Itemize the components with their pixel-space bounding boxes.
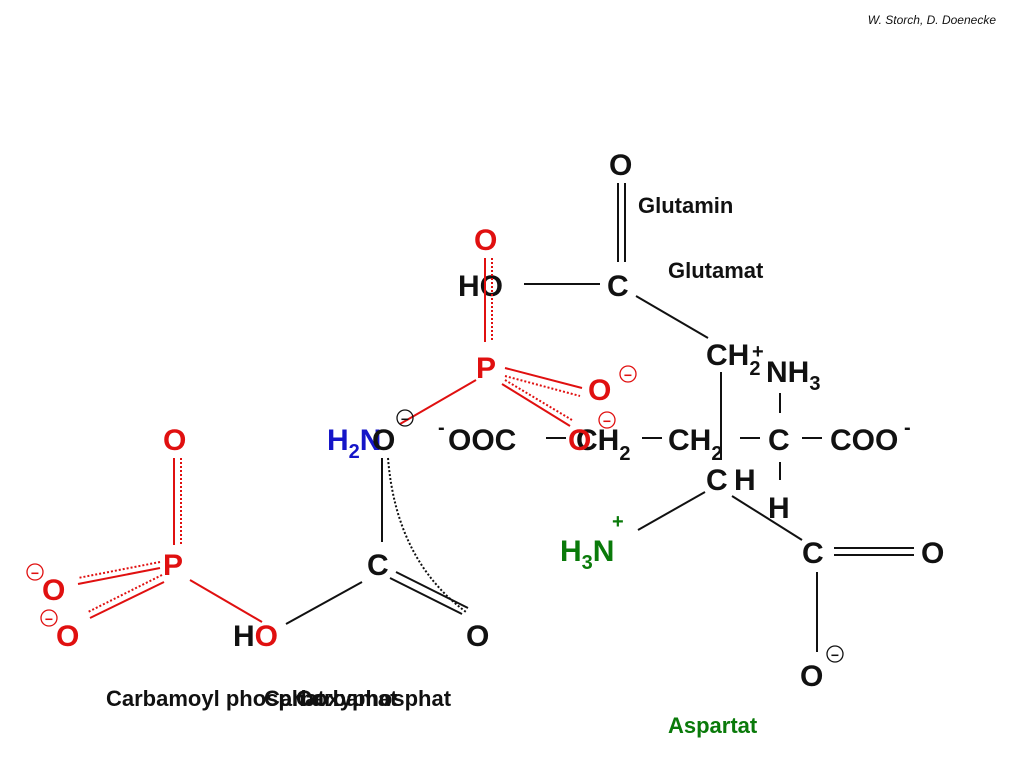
carbamat-label: Carbamat <box>296 686 398 711</box>
carbamate-nh2: H2N <box>327 424 381 463</box>
carbamate-o-minus: O <box>372 424 395 457</box>
bond-p-o-lower <box>501 383 571 427</box>
charge-circle-carbamate <box>396 409 414 427</box>
bond-p2-o2-dotted <box>87 574 163 613</box>
ch2-middle-2: CH2 <box>668 424 722 465</box>
charge-circle-cp1 <box>26 563 44 581</box>
charge-minus-p1: − <box>624 367 632 383</box>
bond-c-cooh <box>731 495 803 541</box>
bond-c-ch2 <box>635 295 709 339</box>
carbamate-c: C <box>367 549 389 582</box>
aspartate-c: C <box>706 464 728 497</box>
carbamoyl-p-o-left1: O <box>42 574 65 607</box>
credit-text: W. Storch, D. Doenecke <box>868 13 997 27</box>
glutamate-c1: C <box>607 270 629 303</box>
nh3-group: NH3 <box>766 356 820 395</box>
charge-circle-cp2 <box>40 609 58 627</box>
charge-minus-asp: − <box>831 647 839 663</box>
coo-group: COO <box>830 424 898 457</box>
aspartat-label: Aspartat <box>668 713 758 738</box>
glutamat-label: Glutamat <box>668 258 764 283</box>
ooc-group: OOC <box>448 424 516 457</box>
carbamoyl-p-o-left2: O <box>56 620 79 653</box>
aspartate-o-minus: O <box>800 660 823 693</box>
bond-p2-o-bridge <box>189 579 263 623</box>
bond-p-o-lower-dotted <box>504 379 573 421</box>
charge-circle-asp <box>826 645 844 663</box>
carboxyphosphat-label: Carboxyphosphat <box>264 686 452 711</box>
bond-p-o-right <box>504 367 583 389</box>
aspartate-carboxyl-o: O <box>921 537 944 570</box>
h3n-group: H3N <box>560 535 614 574</box>
aspartate-carboxyl-c: C <box>802 537 824 570</box>
nh3-plus: + <box>752 341 764 363</box>
charge-minus-cp2: − <box>45 611 53 627</box>
glutamate-hydroxyl: HO <box>458 270 503 303</box>
alpha-hydrogen: H <box>768 492 790 525</box>
bond-p2-o1-dotted <box>77 561 161 579</box>
charge-minus-p2: − <box>603 413 611 429</box>
carbamate-o: O <box>466 620 489 653</box>
charge-circle-p2 <box>598 411 616 429</box>
alpha-carbon: C <box>768 424 790 457</box>
phosphorus-upper: P <box>476 352 496 385</box>
bond-p-o-right-dotted <box>504 375 581 397</box>
charge-minus-carbamate: − <box>401 411 409 427</box>
bond-dotted-curve <box>387 457 467 613</box>
bond-c-o-double-a <box>389 577 463 615</box>
aspartate-h: H <box>734 464 756 497</box>
charge-circle-p1 <box>619 365 637 383</box>
charge-minus-cp1: − <box>31 565 39 581</box>
ch2-middle-1: CH2 <box>576 424 630 465</box>
glutamine-carbonyl-o: O <box>609 149 632 182</box>
ch2-upper: CH2 <box>706 339 760 380</box>
carbamoyl-phosphat-label: Carbamoyl phosphat <box>106 686 325 711</box>
carbamic-ho: HO <box>233 620 278 653</box>
coo-minus: - <box>904 417 911 439</box>
bond-c-o-double-b <box>395 571 469 609</box>
ooc-minus: - <box>438 417 445 439</box>
h3n-plus: + <box>612 511 624 533</box>
carbamoyl-p-o-top: O <box>163 424 186 457</box>
glutamin-label: Glutamin <box>638 193 733 218</box>
bond-p2-o2 <box>89 581 165 619</box>
bond-p2-o1 <box>77 567 161 585</box>
phosphate-o-right: O <box>588 374 611 407</box>
bond-c-n <box>637 491 706 531</box>
phosphate-o-lower: O <box>568 424 591 457</box>
bond-c-oh <box>285 581 363 625</box>
phosphorus-lower: P <box>163 549 183 582</box>
phosphate-o-top: O <box>474 224 497 257</box>
